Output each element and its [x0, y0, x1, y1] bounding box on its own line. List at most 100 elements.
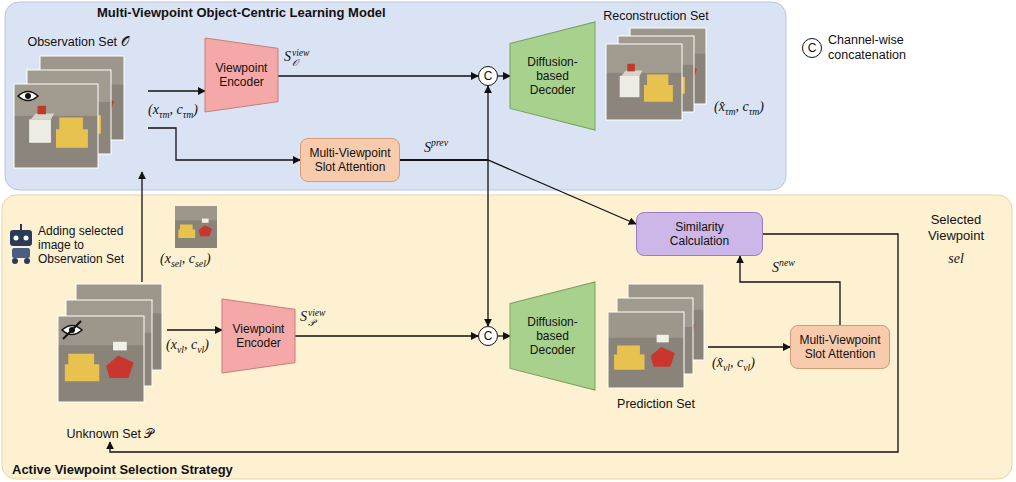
scene-image [58, 316, 144, 402]
box-label: Multi-Viewpoint Slot Attention [794, 333, 886, 361]
superscript: new [779, 257, 795, 268]
superscript: prev [431, 137, 448, 148]
set-heading: Prediction Set [604, 396, 708, 412]
text-wrap: Viewpoint Encoder [205, 38, 278, 112]
connector-arrow [400, 160, 636, 224]
scene-image [608, 312, 684, 388]
box-label: Multi-Viewpoint Slot Attention [304, 146, 396, 174]
concat-symbol: C [808, 42, 817, 54]
action-note: Adding selected image to Observation Set [38, 224, 136, 266]
text-wrap: Viewpoint Encoder [222, 299, 295, 373]
connector-arrow [167, 329, 222, 330]
image-set: Observation Set 𝒪 [8, 34, 148, 172]
subscript: vl [743, 362, 750, 373]
encoder-trapezoid: Viewpoint Encoder [222, 299, 295, 373]
robot-head [10, 230, 32, 246]
concat-symbol: C [484, 330, 493, 342]
connector-arrow [740, 256, 840, 325]
connector-arrow [141, 172, 142, 282]
subscript: vl [723, 362, 730, 373]
eye-pupil [25, 93, 31, 99]
subscript: vl [197, 344, 204, 355]
script-stack: view𝒪 [292, 48, 309, 68]
legend-concat-circle: C [802, 38, 822, 58]
strategy-panel-background [2, 195, 1012, 479]
concat-symbol: C [484, 70, 493, 82]
subscript: 𝒪 [292, 58, 309, 68]
robot-eye [24, 236, 29, 241]
image-border [608, 312, 684, 388]
panel-title: Active Viewpoint Selection Strategy [12, 462, 233, 477]
connector-arrow [498, 75, 510, 76]
box-label: Viewpoint Encoder [230, 322, 288, 350]
output-symbol: sel [906, 250, 1006, 268]
eye-slash [63, 321, 81, 339]
image-set: Reconstruction Set [598, 8, 714, 120]
encoder-shape [222, 299, 295, 373]
image-border [58, 316, 144, 402]
set-heading: Reconstruction Set [598, 8, 714, 24]
encoder-trapezoid: Viewpoint Encoder [205, 38, 278, 112]
subscript: τm [159, 109, 170, 120]
similarity-box: Similarity Calculation [636, 212, 763, 256]
slot-symbol: Snew [772, 254, 795, 277]
connector-arrow [498, 335, 510, 336]
slot-symbol: Sview𝒫 [300, 308, 325, 328]
box-label: Diffusion-based Decoder [521, 55, 585, 97]
output-pair: (x̂vl, cvl) [712, 354, 755, 377]
script-stack: view𝒫 [308, 308, 325, 328]
output-pair: (x̂τm, cτm) [714, 98, 764, 121]
text-wrap: Similarity Calculation [637, 213, 762, 255]
decoder-shape [510, 282, 595, 390]
encoder-shape [205, 38, 278, 112]
robot-eye [14, 236, 19, 241]
subscript: sel [195, 258, 206, 269]
image-border [14, 84, 98, 168]
text-wrap: Diffusion-based Decoder [510, 22, 595, 130]
box-label: Similarity Calculation [657, 220, 743, 248]
output-label: Selected Viewpoint [906, 212, 1006, 244]
decoder-trapezoid: Diffusion-based Decoder [510, 22, 595, 130]
image-set: Unknown Set 𝒫 [53, 282, 167, 442]
subscript: vl [177, 344, 184, 355]
panel-title: Multi-Viewpoint Object-Centric Learning … [97, 5, 386, 20]
concat-circle: C [478, 66, 498, 86]
legend-text: Channel-wise concatenation [828, 33, 940, 63]
selected-image [175, 206, 217, 248]
superscript: view [308, 308, 325, 318]
scene-image [14, 84, 98, 168]
input-pair: (xvl, cvl) [166, 336, 209, 359]
box-label: Viewpoint Encoder [213, 61, 271, 89]
set-heading: Observation Set 𝒪 [8, 34, 148, 50]
superscript: view [292, 48, 309, 58]
text-wrap: Diffusion-based Decoder [510, 282, 595, 390]
connector-arrow [278, 75, 478, 76]
text-wrap: Multi-Viewpoint Slot Attention [301, 139, 399, 181]
robot-body [12, 248, 30, 258]
input-pair: (xsel, csel) [160, 250, 211, 273]
text-wrap: Multi-Viewpoint Slot Attention [791, 326, 889, 368]
robot-wheel [12, 258, 18, 264]
decoder-trapezoid: Diffusion-based Decoder [510, 282, 595, 390]
image-set: Prediction Set [604, 282, 708, 412]
set-heading: Unknown Set 𝒫 [53, 426, 167, 442]
subscript: 𝒫 [308, 318, 325, 328]
connector-arrow [400, 86, 488, 160]
subscript: sel [171, 258, 182, 269]
robot-wheel [24, 258, 30, 264]
strategy-panel: Active Viewpoint Selection Strategy Simil… [2, 195, 1012, 479]
slot-symbol: Sview𝒪 [284, 48, 309, 68]
subscript: τm [725, 106, 736, 117]
connector-arrow [148, 90, 205, 91]
subscript: τm [183, 109, 194, 120]
decoder-shape [510, 22, 595, 130]
eye-icon [18, 92, 38, 101]
model-panel-background [5, 2, 786, 190]
model-panel: Multi-Viewpoint Object-Centric Learning … [5, 2, 786, 190]
subscript: τm [749, 106, 760, 117]
connector-arrow [148, 128, 300, 160]
connector-arrow [708, 346, 790, 347]
